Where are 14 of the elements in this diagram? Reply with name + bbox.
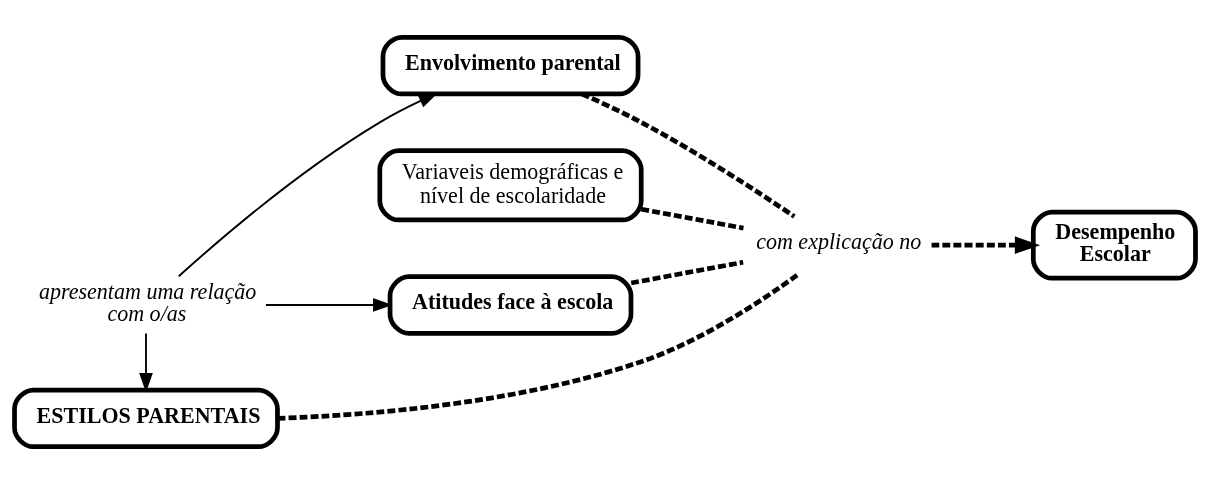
- connector: [277, 271, 800, 421]
- node-text: apresentam uma relação com o/as: [38, 278, 257, 326]
- node-box: Atitudes face à escola: [387, 273, 634, 336]
- connector: [640, 206, 744, 230]
- connector: [630, 259, 744, 285]
- arrow: [264, 297, 393, 312]
- node-box: Envolvimento parental: [380, 34, 641, 96]
- node-box: Desempenho Escolar: [1030, 209, 1198, 281]
- node-text: com explicação no: [756, 228, 922, 254]
- arrow: [139, 331, 153, 392]
- arrow: [931, 235, 1041, 254]
- connector: [581, 91, 796, 218]
- node-box: ESTILOS PARENTAIS: [12, 387, 280, 449]
- node-box: Variaveis demográficas e nível de escolaridade: [377, 147, 644, 222]
